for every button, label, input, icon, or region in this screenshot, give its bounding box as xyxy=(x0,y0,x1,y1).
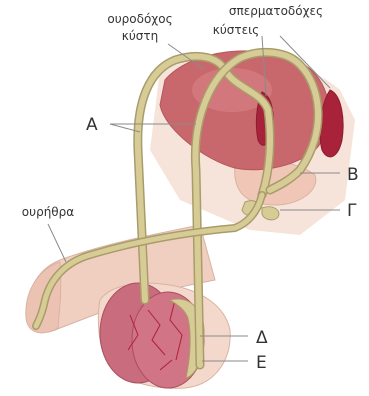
leader-urethra xyxy=(48,224,66,262)
label-G: Γ xyxy=(347,201,357,221)
label-bladder-line2: κύστη xyxy=(122,29,158,43)
label-A: Α xyxy=(86,115,98,135)
label-vesicles-line1: σπερματοδόχες xyxy=(229,4,323,18)
label-B: Β xyxy=(347,165,359,185)
label-urethra: ουρήθρα xyxy=(22,205,74,219)
label-vesicles-line2: κύστεις xyxy=(213,23,259,37)
label-E: Ε xyxy=(256,353,267,373)
label-D: Δ xyxy=(256,328,268,348)
label-bladder-line1: ουροδόχος xyxy=(107,12,172,26)
